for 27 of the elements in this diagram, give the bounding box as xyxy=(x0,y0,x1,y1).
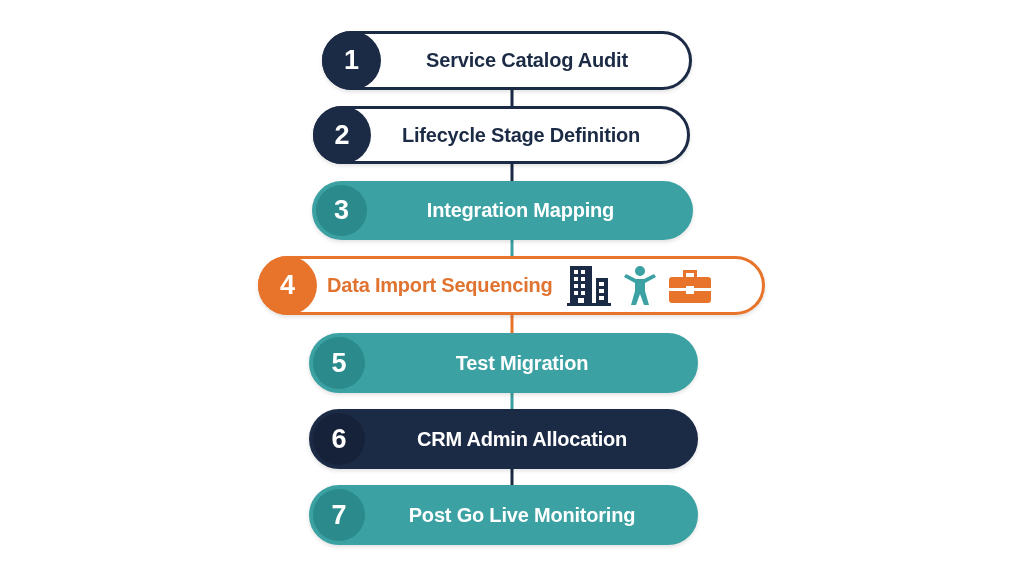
step-label: Test Migration xyxy=(455,351,589,375)
step-label: Integration Mapping xyxy=(426,199,615,222)
step-pill xyxy=(258,256,765,315)
step-number: 2 xyxy=(313,106,371,164)
step-label: CRM Admin Allocation xyxy=(416,427,628,451)
step-pill xyxy=(313,106,690,164)
step-pill xyxy=(309,333,698,393)
connector-line xyxy=(510,240,514,256)
step-pill xyxy=(312,181,693,240)
connector-line xyxy=(510,393,514,409)
step-pill xyxy=(309,409,698,469)
step-number: 4 xyxy=(258,256,317,315)
step-number: 3 xyxy=(316,185,367,236)
step-number: 1 xyxy=(322,31,381,90)
connector-line xyxy=(510,469,514,485)
step-label: Post Go Live Monitoring xyxy=(408,503,636,527)
step-label: Data Import Sequencing xyxy=(327,274,553,297)
step-label: Lifecycle Stage Definition xyxy=(401,123,641,147)
step-number: 7 xyxy=(313,489,365,541)
connector-line xyxy=(510,90,514,106)
step-pill xyxy=(309,485,698,545)
connector-line xyxy=(510,315,514,333)
step-number: 6 xyxy=(313,413,365,465)
step-label: Service Catalog Audit xyxy=(426,49,628,72)
step-pill xyxy=(322,31,692,90)
connector-line xyxy=(510,164,514,181)
step-number: 5 xyxy=(313,337,365,389)
